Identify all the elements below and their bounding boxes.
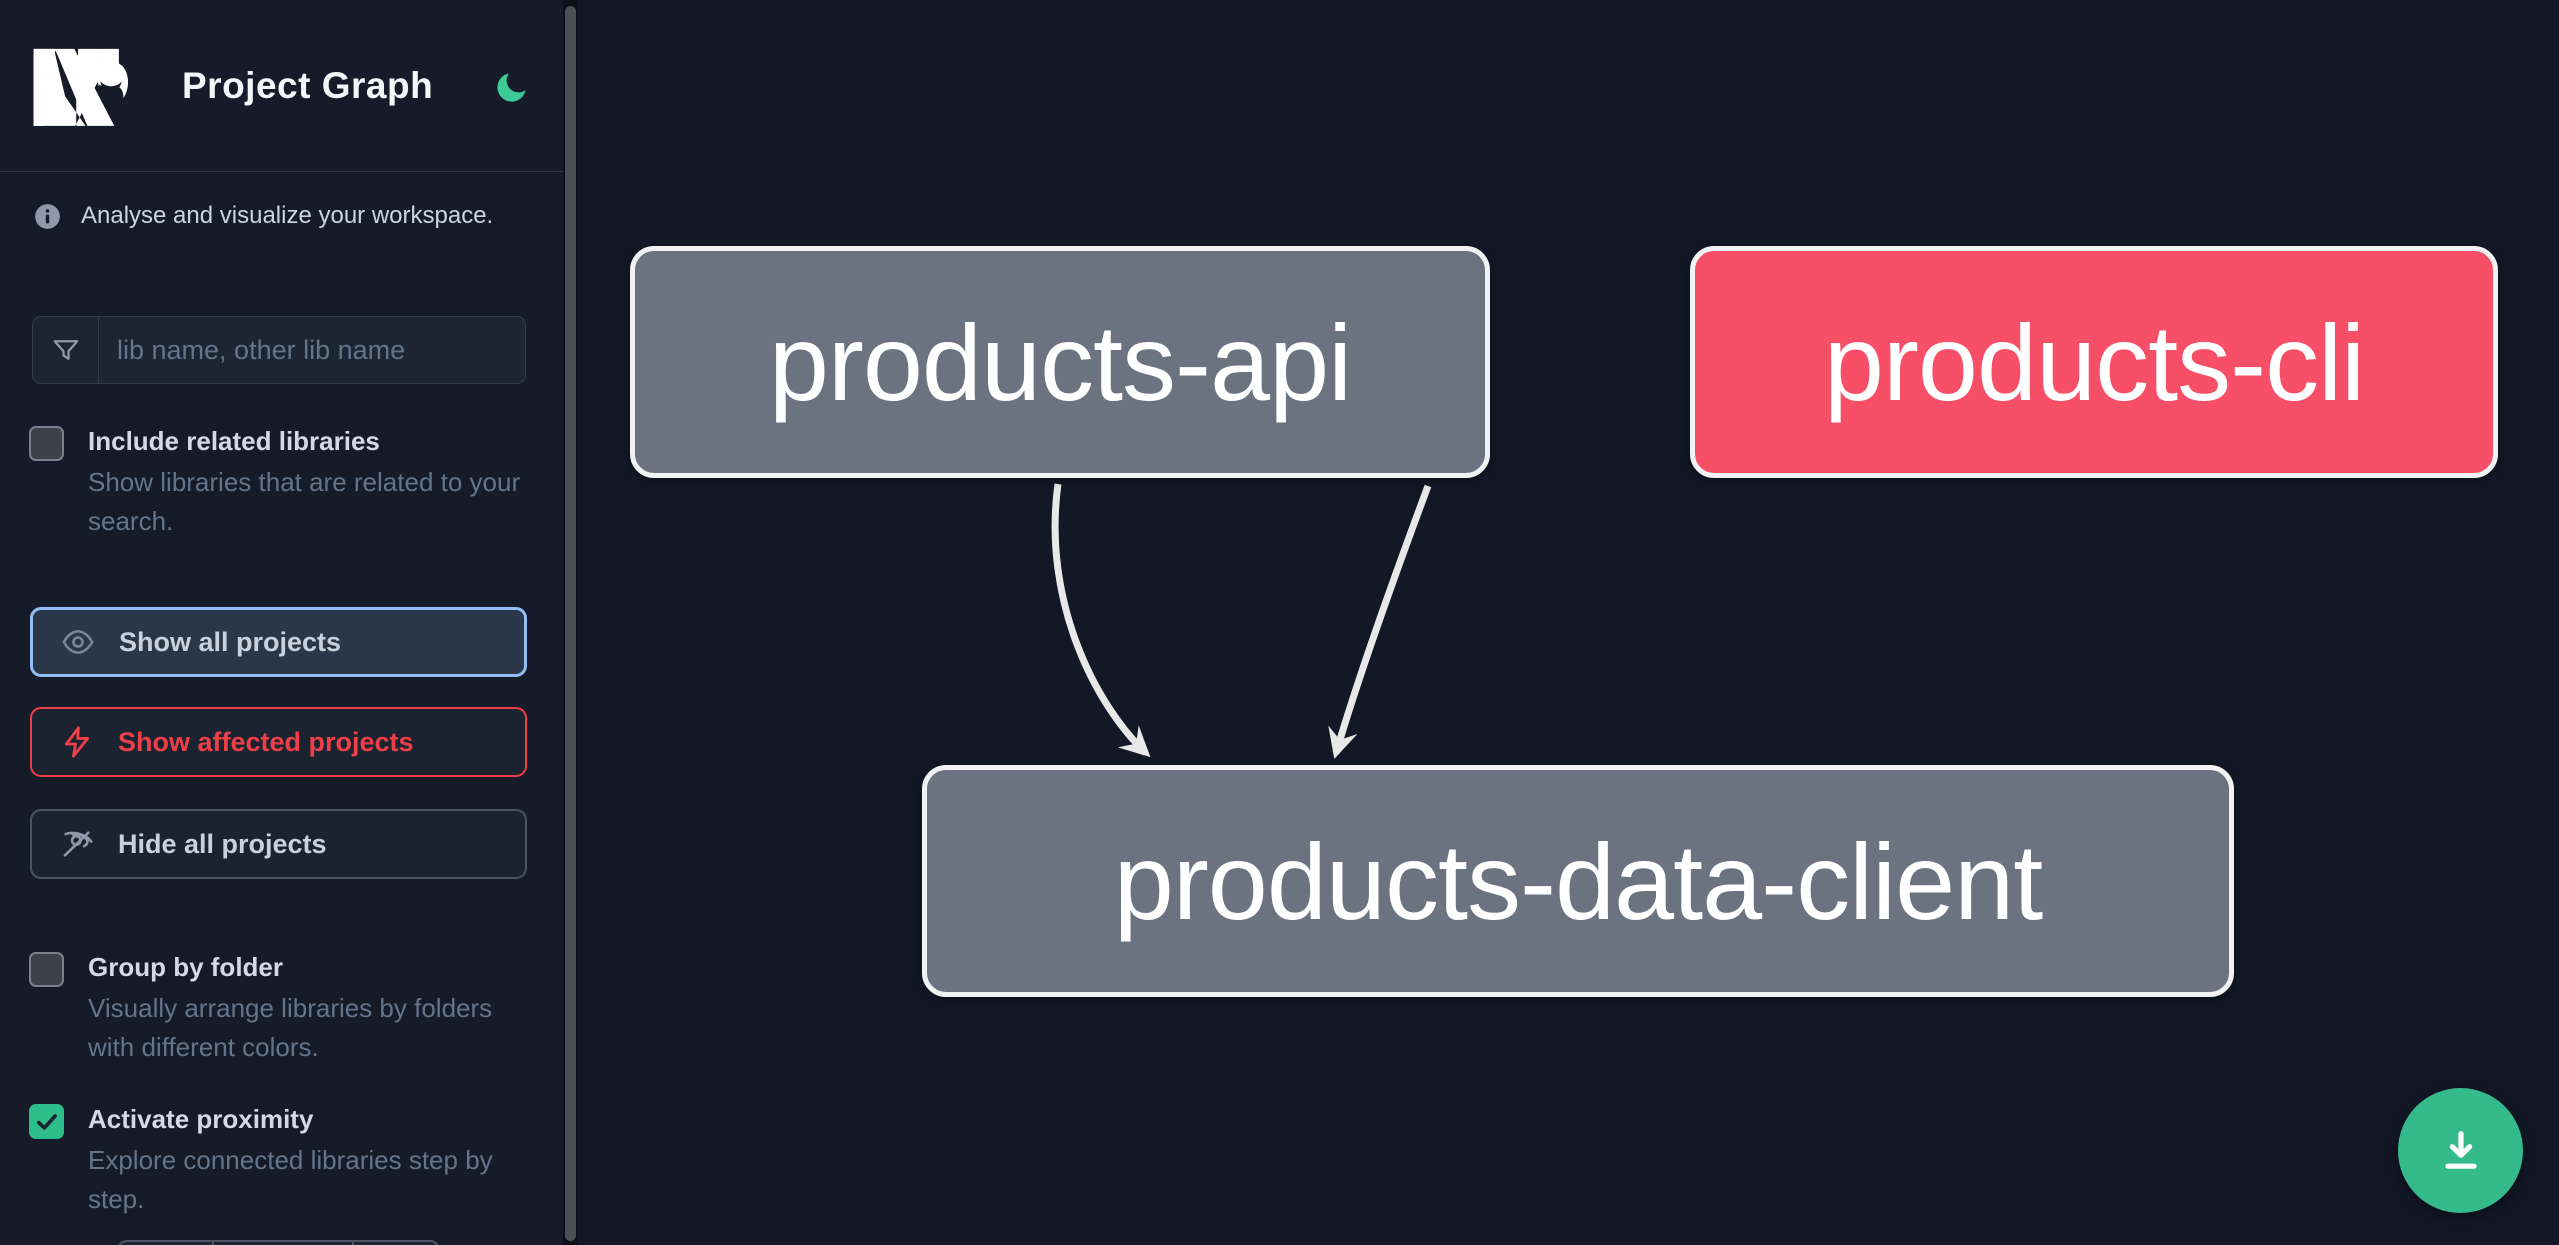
page-title: Project Graph xyxy=(182,64,434,106)
search-box xyxy=(32,316,526,384)
filter-funnel-icon xyxy=(53,340,78,360)
button-label: Hide all projects xyxy=(118,828,327,859)
eye-icon xyxy=(62,630,94,654)
option-include-related-libraries: Include related libraries Show libraries… xyxy=(29,424,538,541)
moon-icon xyxy=(497,72,526,102)
graph-node-products-api[interactable]: products-api xyxy=(630,246,1490,478)
show-affected-projects-button[interactable]: Show affected projects xyxy=(30,707,527,777)
search-input[interactable] xyxy=(99,317,525,383)
checkbox-description: Visually arrange libraries by folders wi… xyxy=(88,993,493,1062)
sidebar: Project Graph Analyse and visualize your… xyxy=(0,0,563,1245)
graph-node-products-cli[interactable]: products-cli xyxy=(1690,246,2498,478)
sidebar-scrollbar-thumb[interactable] xyxy=(565,6,576,1241)
eye-off-icon xyxy=(63,831,93,857)
check-icon xyxy=(36,1113,57,1130)
option-activate-proximity: Activate proximity Explore connected lib… xyxy=(29,1102,538,1219)
nx-logo xyxy=(33,48,129,126)
proximity-increment-segment[interactable] xyxy=(352,1242,438,1245)
show-all-projects-button[interactable]: Show all projects xyxy=(30,607,527,677)
checkbox-label: Include related libraries xyxy=(88,426,380,456)
proximity-value-segment xyxy=(212,1242,352,1245)
graph-node-products-data-client[interactable]: products-data-client xyxy=(922,765,2234,997)
proximity-stepper[interactable] xyxy=(117,1240,440,1245)
checkbox-description: Show libraries that are related to your … xyxy=(88,467,521,536)
tagline-text: Analyse and visualize your workspace. xyxy=(81,202,494,229)
tagline-row: Analyse and visualize your workspace. xyxy=(0,172,563,230)
dark-mode-toggle[interactable] xyxy=(491,64,535,108)
checkbox-activate-proximity[interactable] xyxy=(29,1104,64,1139)
edge-products-api-to-data-client xyxy=(1051,483,1151,758)
node-label: products-data-client xyxy=(1113,820,2043,942)
sidebar-header: Project Graph xyxy=(0,0,563,172)
checkbox-description: Explore connected libraries step by step… xyxy=(88,1145,493,1214)
edge-products-cli-to-data-client xyxy=(1328,484,1432,759)
node-label: products-api xyxy=(768,301,1352,423)
button-label: Show all projects xyxy=(119,626,342,657)
filter-icon-cell xyxy=(33,317,99,383)
info-icon xyxy=(35,203,60,229)
download-icon xyxy=(2444,1130,2477,1169)
download-graph-button[interactable] xyxy=(2398,1088,2523,1213)
option-group-by-folder: Group by folder Visually arrange librari… xyxy=(29,950,538,1067)
node-label: products-cli xyxy=(1823,301,2365,423)
checkbox-label: Activate proximity xyxy=(88,1104,314,1134)
checkbox-group-by-folder[interactable] xyxy=(29,952,64,987)
button-label: Show affected projects xyxy=(118,726,414,757)
checkbox-label: Group by folder xyxy=(88,952,283,982)
sidebar-scrollbar-track xyxy=(563,0,578,1245)
hide-all-projects-button[interactable]: Hide all projects xyxy=(30,809,527,879)
checkbox-include-related-libraries[interactable] xyxy=(29,426,64,461)
bolt-icon xyxy=(64,726,90,758)
